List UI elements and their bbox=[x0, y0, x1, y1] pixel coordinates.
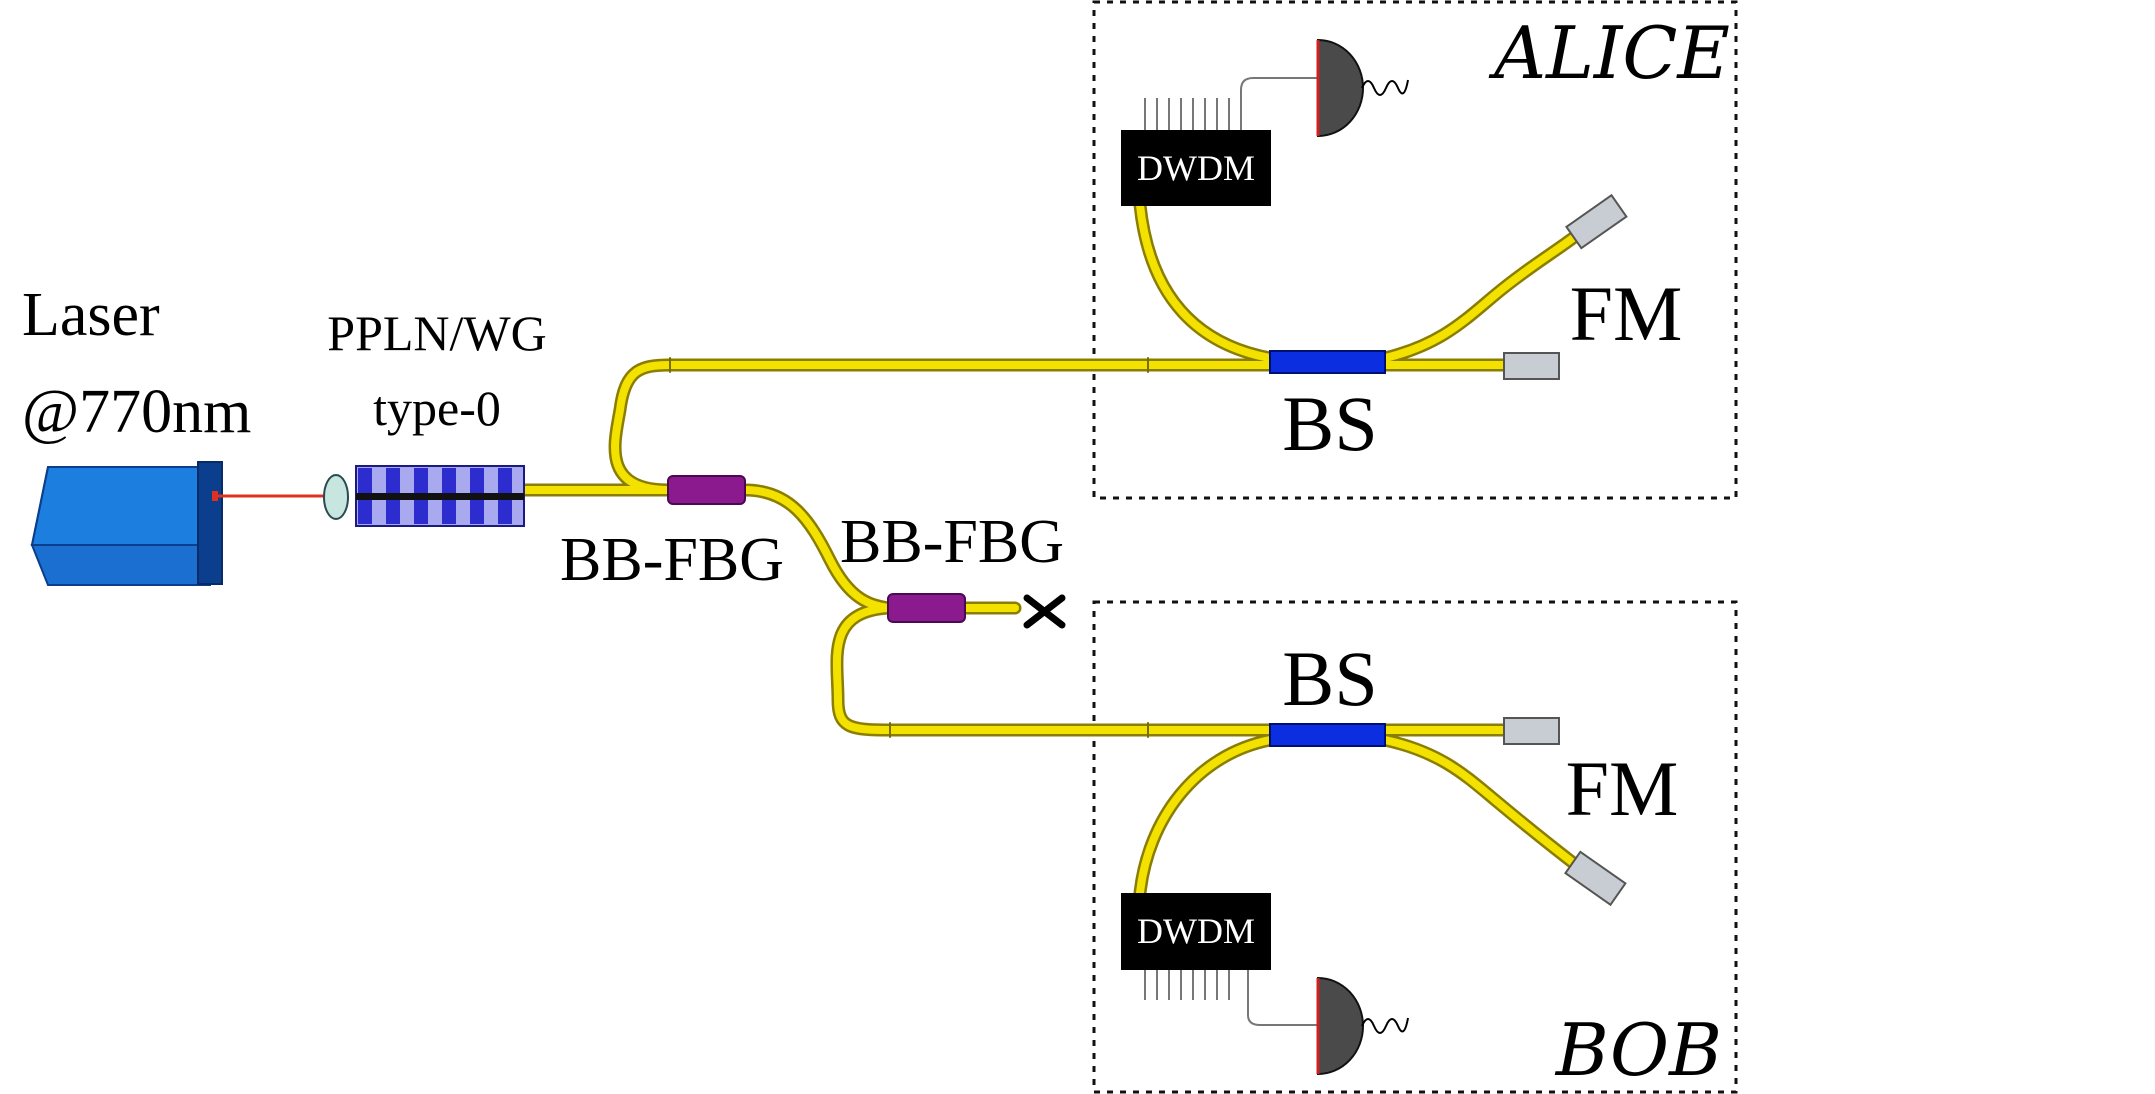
bob-bs-label: BS bbox=[1282, 635, 1377, 722]
single-photon-detector-icon bbox=[1316, 38, 1409, 138]
ppln-label-line1: PPLN/WG bbox=[327, 305, 546, 361]
single-photon-detector-icon bbox=[1316, 976, 1409, 1076]
bob-title: BOB bbox=[1554, 1008, 1722, 1092]
bob-dwdm bbox=[1121, 893, 1318, 1026]
alice-dwdm-label: DWDM bbox=[1137, 148, 1255, 188]
fiber-network bbox=[515, 198, 1580, 900]
alice-bs-label: BS bbox=[1282, 380, 1377, 467]
bob-fm-label: FM bbox=[1566, 745, 1679, 832]
bob-dwdm-label: DWDM bbox=[1137, 911, 1255, 951]
laser-label-line2: @770nm bbox=[22, 378, 251, 446]
bob-box bbox=[1092, 600, 1738, 1094]
ppln-waveguide-icon bbox=[355, 465, 525, 527]
alice-beam-splitter bbox=[1269, 350, 1386, 374]
cross-termination-icon bbox=[1023, 594, 1066, 629]
ppln-label-line2: type-0 bbox=[373, 380, 501, 436]
faraday-mirror-icon bbox=[1503, 352, 1560, 380]
alice-box bbox=[1092, 0, 1738, 500]
laser-source-icon bbox=[30, 461, 223, 586]
bb-fbg-label-1: BB-FBG bbox=[560, 526, 784, 594]
alice-dwdm bbox=[1121, 77, 1318, 206]
faraday-mirror-icon bbox=[1565, 193, 1628, 250]
bb-fbg-label-2: BB-FBG bbox=[840, 508, 1064, 576]
laser-label-line1: Laser bbox=[22, 281, 160, 349]
lens-icon bbox=[323, 474, 349, 520]
bob-beam-splitter bbox=[1269, 723, 1386, 747]
alice-fm-label: FM bbox=[1570, 270, 1683, 357]
faraday-mirror-icon bbox=[1564, 850, 1627, 907]
alice-title: ALICE bbox=[1488, 11, 1730, 95]
faraday-mirror-icon bbox=[1503, 717, 1560, 745]
bb-fbg-1 bbox=[667, 475, 746, 505]
bb-fbg-2 bbox=[887, 593, 966, 623]
